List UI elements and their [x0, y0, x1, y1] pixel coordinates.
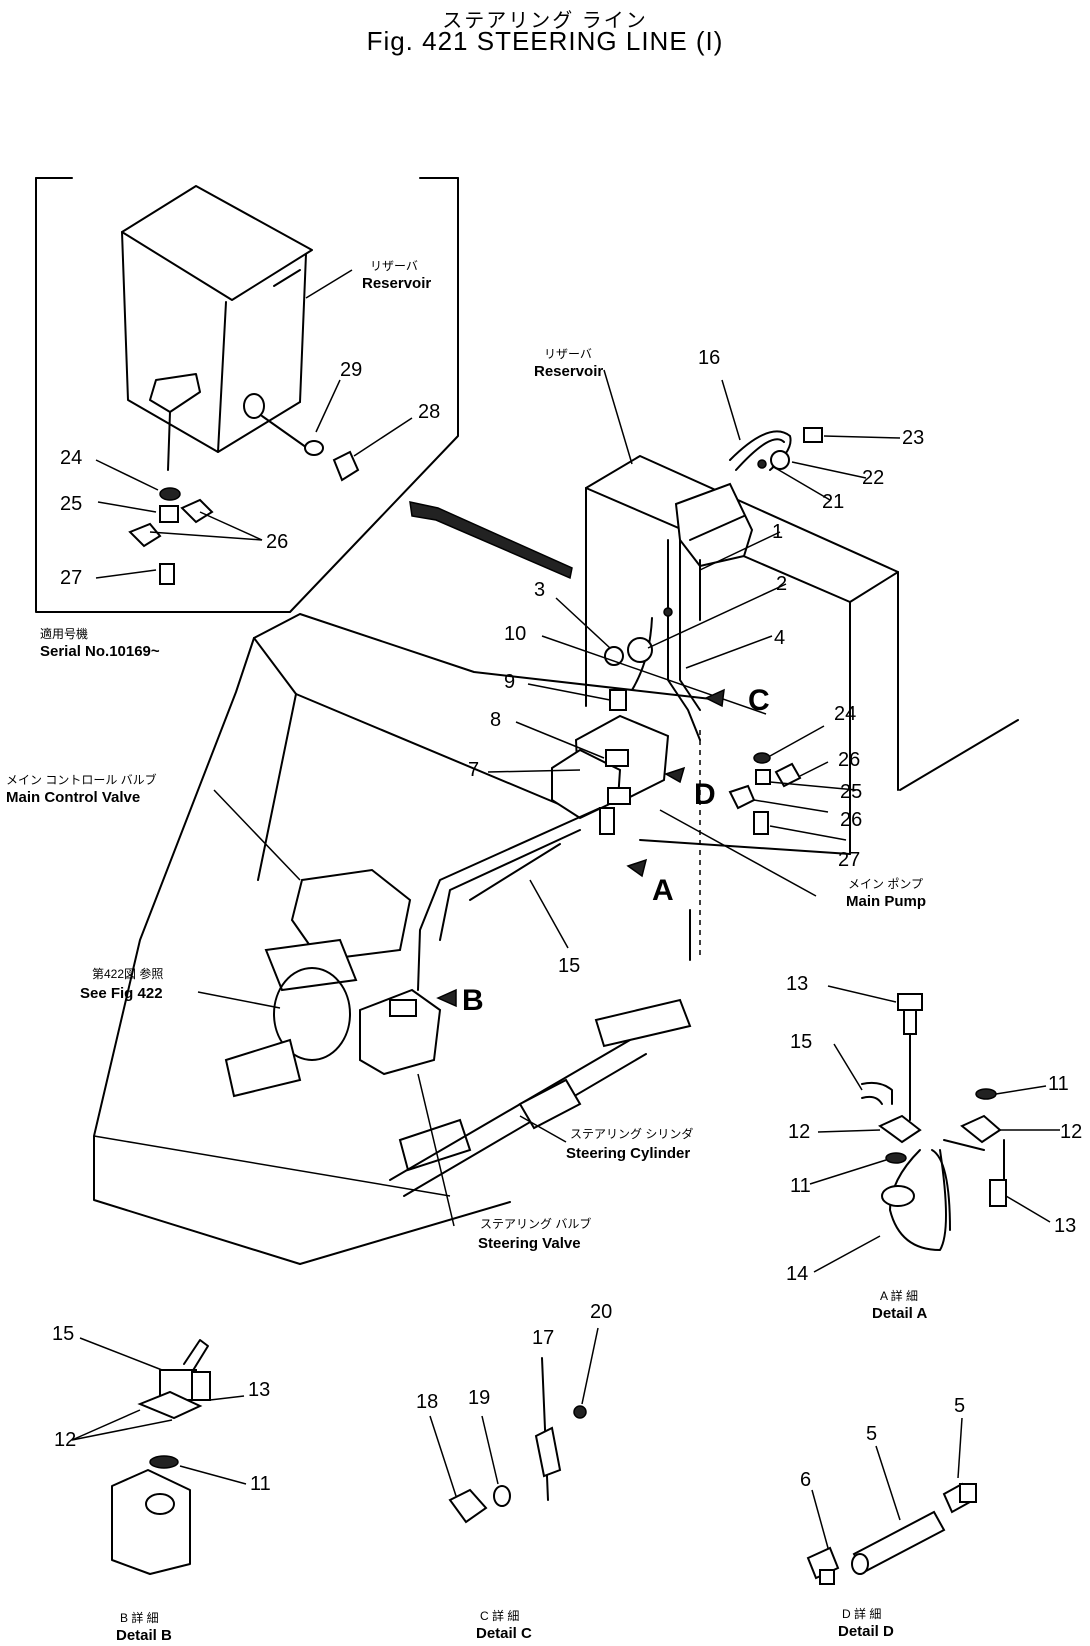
detail-b: [71, 1337, 247, 1575]
callout-27: 27: [60, 567, 82, 589]
detail-a-callout-12-left: 12: [788, 1121, 810, 1143]
steering-cylinder-label: Steering Cylinder: [566, 1145, 690, 1162]
see-fig-label-jp: 第422図 参照: [92, 966, 163, 981]
detail-a: [809, 985, 1060, 1273]
see-fig-label: See Fig 422: [80, 985, 163, 1002]
callout-8: 8: [490, 709, 501, 731]
detail-a-callout-12-right: 12: [1060, 1121, 1082, 1143]
callout-22: 22: [862, 467, 884, 489]
callout-3: 3: [534, 579, 545, 601]
callout-27-main: 27: [838, 849, 860, 871]
callout-25: 25: [60, 493, 82, 515]
view-letter-c: C: [748, 684, 770, 717]
detail-a-callout-11-top: 11: [1048, 1073, 1069, 1095]
detail-a-label: Detail A: [872, 1305, 927, 1322]
callout-26-main-b: 26: [840, 809, 862, 831]
steering-valve-label: Steering Valve: [478, 1235, 581, 1252]
main-reservoir-label-jp: リザーバ: [544, 347, 592, 361]
detail-c: [429, 1327, 599, 1524]
callout-9: 9: [504, 671, 515, 693]
detail-d-callout-6: 6: [800, 1469, 811, 1491]
detail-d-label-jp: D 詳 細: [842, 1606, 881, 1621]
detail-b-callout-12: 12: [54, 1429, 76, 1451]
callout-25-main: 25: [840, 781, 862, 803]
detail-a-callout-11-bottom: 11: [790, 1175, 811, 1197]
detail-c-label: Detail C: [476, 1625, 532, 1642]
callout-23: 23: [902, 427, 924, 449]
detail-c-label-jp: C 詳 細: [480, 1608, 519, 1623]
callout-4: 4: [774, 627, 785, 649]
view-letter-b: B: [462, 984, 484, 1017]
callout-26: 26: [266, 531, 288, 553]
steering-cylinder-label-jp: ステアリング シリンダ: [570, 1126, 693, 1141]
callout-7: 7: [468, 759, 479, 781]
view-letter-d: D: [694, 778, 716, 811]
view-letter-a: A: [652, 874, 674, 907]
main-pump-label: Main Pump: [846, 893, 926, 910]
main-assembly: [93, 369, 1019, 1265]
callout-21: 21: [822, 491, 844, 513]
figure-title: Fig. 421 STEERING LINE (I): [366, 26, 724, 56]
detail-b-callout-13: 13: [248, 1379, 270, 1401]
serial-label-jp: 適用号機: [40, 626, 88, 641]
detail-b-callout-15: 15: [52, 1323, 74, 1345]
callout-29: 29: [340, 359, 362, 381]
serial-label: Serial No.10169~: [40, 643, 160, 660]
callout-24-main: 24: [834, 703, 856, 725]
callout-1: 1: [772, 521, 783, 543]
detail-d-callout-5-top: 5: [954, 1395, 965, 1417]
inset-reservoir-view: [35, 177, 459, 613]
main-reservoir-label: Reservoir: [534, 363, 603, 380]
title-japanese: ステアリング ライン: [442, 10, 648, 32]
callout-28: 28: [418, 401, 440, 423]
detail-b-label-jp: B 詳 細: [120, 1610, 159, 1625]
callout-16: 16: [698, 347, 720, 369]
inset-reservoir-label-jp: リザーバ: [370, 259, 418, 273]
steering-valve-label-jp: ステアリング バルブ: [480, 1216, 591, 1231]
callout-24: 24: [60, 447, 82, 469]
detail-c-callout-17: 17: [532, 1327, 554, 1349]
detail-c-callout-20: 20: [590, 1301, 612, 1323]
detail-b-label: Detail B: [116, 1627, 172, 1644]
detail-a-callout-14: 14: [786, 1263, 808, 1285]
detail-d-callout-5: 5: [866, 1423, 877, 1445]
callout-26-main-a: 26: [838, 749, 860, 771]
detail-d: [806, 1417, 977, 1585]
detail-c-callout-19: 19: [468, 1387, 490, 1409]
main-pump-label-jp: メイン ポンプ: [848, 877, 923, 891]
detail-a-callout-13-bottom: 13: [1054, 1215, 1076, 1237]
callout-10: 10: [504, 623, 526, 645]
callout-2: 2: [776, 573, 787, 595]
callout-15-main: 15: [558, 955, 580, 977]
inset-reservoir-label: Reservoir: [362, 275, 431, 292]
detail-d-label: Detail D: [838, 1623, 894, 1640]
main-control-valve-label: Main Control Valve: [6, 789, 140, 806]
detail-a-label-jp: A 詳 細: [880, 1288, 918, 1303]
detail-a-callout-15: 15: [790, 1031, 812, 1053]
detail-a-callout-13: 13: [786, 973, 808, 995]
detail-c-callout-18: 18: [416, 1391, 438, 1413]
main-control-valve-label-jp: メイン コントロール バルブ: [6, 772, 157, 787]
detail-b-callout-11: 11: [250, 1473, 271, 1495]
